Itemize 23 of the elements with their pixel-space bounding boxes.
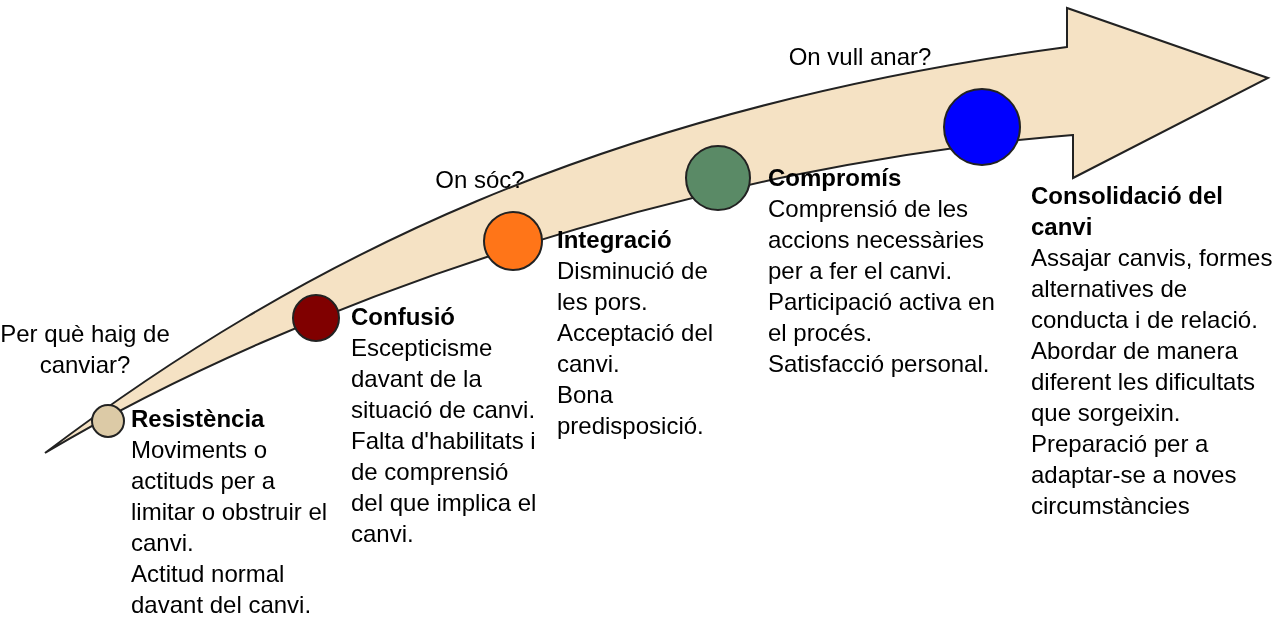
stage-heading: Consolidació del canvi bbox=[1031, 181, 1225, 242]
question-label: Per què haig de canviar? bbox=[0, 319, 170, 380]
stage-description: Escepticisme davant de la situació de canvi. bbox=[351, 333, 537, 425]
question-label: On vull anar? bbox=[787, 42, 933, 72]
stage-description: Acceptació del canvi. bbox=[557, 318, 715, 379]
stage-description: Participació activa en el procés. bbox=[768, 287, 996, 348]
stage-description: Satisfacció personal. bbox=[768, 349, 990, 379]
stage-description: Comprensió de les accions necessàries per a fer el canvi. bbox=[768, 194, 986, 286]
stage-heading: Resistència bbox=[131, 404, 265, 434]
stage-description: Moviments o actituds per a limitar o obstruir el canvi. bbox=[131, 435, 329, 558]
stage-heading: Integració bbox=[557, 225, 672, 255]
circle-marker bbox=[91, 404, 125, 438]
stage-description: Disminució de les pors. bbox=[557, 256, 709, 317]
stage-description: Assajar canvis, formes alternatives de conducta i de relació. bbox=[1031, 243, 1274, 335]
circle-marker bbox=[292, 294, 340, 342]
stage-description: Bona predisposició. bbox=[557, 380, 705, 441]
stage-heading: Compromís bbox=[768, 163, 902, 193]
stage-description: Preparació per a adaptar-se a noves circumstàncies bbox=[1031, 429, 1238, 521]
stage-description: Actitud normal davant del canvi. bbox=[131, 559, 313, 620]
stage-description: Falta d'habilitats i de comprensió del que implica el canvi. bbox=[351, 426, 538, 549]
stage-description: Abordar de manera diferent les dificultats que sorgeixin. bbox=[1031, 336, 1257, 428]
question-label: On sóc? bbox=[434, 165, 526, 195]
stage-heading: Confusió bbox=[351, 302, 455, 332]
